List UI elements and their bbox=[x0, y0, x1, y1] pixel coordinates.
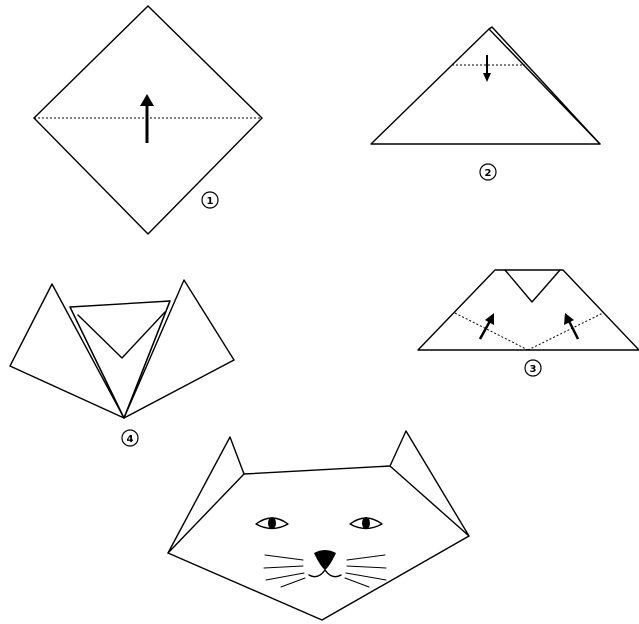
step-number-3: 3 bbox=[525, 360, 541, 376]
step-number-1: 1 bbox=[202, 192, 218, 208]
step-number-2: 2 bbox=[480, 164, 496, 180]
svg-text:3: 3 bbox=[530, 364, 537, 375]
step-3-diagram: 3 bbox=[418, 270, 639, 376]
svg-text:1: 1 bbox=[207, 196, 214, 207]
paper-trapezoid bbox=[418, 270, 639, 350]
step-2-diagram: 2 bbox=[371, 27, 600, 180]
svg-text:2: 2 bbox=[485, 168, 492, 179]
step-number-4: 4 bbox=[122, 430, 138, 446]
svg-text:4: 4 bbox=[127, 434, 134, 445]
paper-triangle bbox=[371, 29, 600, 144]
step-1-diagram: 1 bbox=[34, 6, 262, 234]
step-4-diagram: 4 bbox=[10, 280, 234, 446]
final-cat-face bbox=[168, 431, 469, 620]
cat-head bbox=[168, 431, 469, 620]
